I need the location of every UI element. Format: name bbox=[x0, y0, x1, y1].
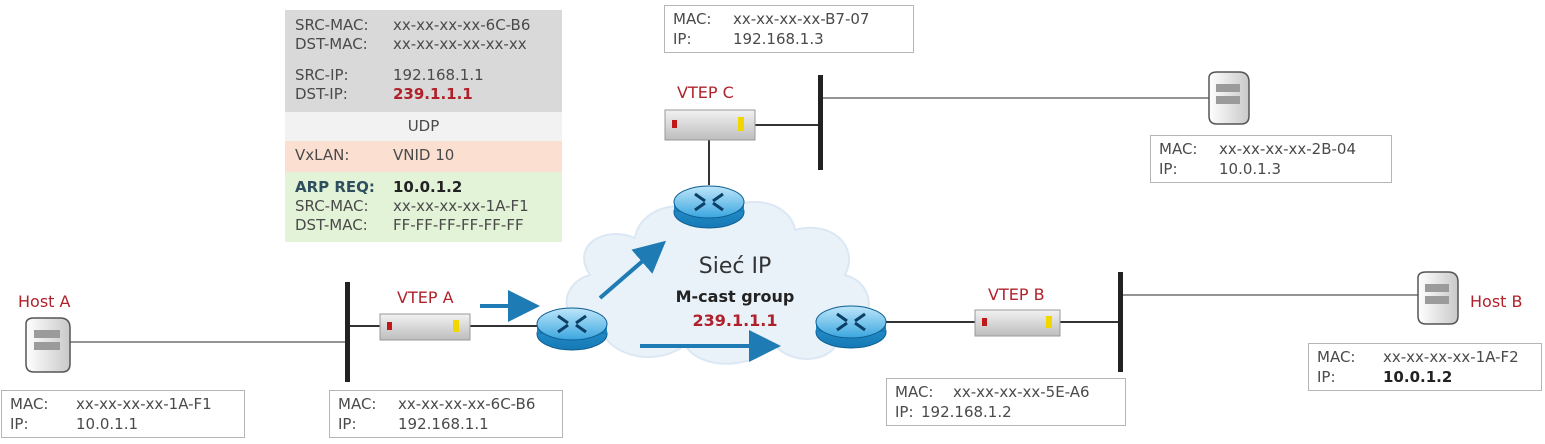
ip-value: 10.0.1.2 bbox=[1383, 368, 1453, 386]
arp-src-mac-label: SRC-MAC: bbox=[295, 197, 369, 215]
dst-mac-value: xx-xx-xx-xx-xx-xx bbox=[393, 35, 527, 53]
server-icon bbox=[1417, 271, 1459, 325]
host-a-label: Host A bbox=[18, 292, 71, 311]
segment-c-bus bbox=[818, 75, 823, 170]
mac-label: MAC: bbox=[895, 383, 934, 401]
vtep-c-info: MAC: xx-xx-xx-xx-B7-07 IP: 192.168.1.3 bbox=[664, 5, 914, 53]
vxlan-label: VxLAN: bbox=[295, 146, 350, 164]
router-icon bbox=[536, 307, 608, 351]
ip-value: 192.168.1.2 bbox=[921, 403, 1012, 421]
udp-label: UDP bbox=[407, 117, 440, 135]
arp-dst-mac-label: DST-MAC: bbox=[295, 216, 368, 234]
vtep-a-device-icon bbox=[379, 313, 471, 341]
src-ip-label: SRC-IP: bbox=[295, 66, 349, 84]
cloud-subtitle: M-cast group bbox=[675, 287, 795, 306]
src-mac-value: xx-xx-xx-xx-6C-B6 bbox=[393, 16, 531, 34]
arp-target: 10.0.1.2 bbox=[393, 178, 463, 196]
ip-value: 192.168.1.3 bbox=[733, 30, 824, 48]
mac-label: MAC: bbox=[1159, 140, 1198, 158]
vxlan-value: VNID 10 bbox=[393, 146, 455, 164]
vtep-a-label: VTEP A bbox=[397, 288, 454, 307]
mac-value: xx-xx-xx-xx-1A-F2 bbox=[1383, 348, 1519, 366]
outer-header: SRC-MAC: xx-xx-xx-xx-6C-B6 DST-MAC: xx-xx-… bbox=[285, 10, 562, 112]
segment-a-bus bbox=[345, 282, 350, 382]
mac-label: MAC: bbox=[1317, 348, 1356, 366]
mac-value: xx-xx-xx-xx-1A-F1 bbox=[76, 395, 212, 413]
segment-b-bus bbox=[1118, 272, 1123, 372]
mac-value: xx-xx-xx-xx-6C-B6 bbox=[398, 395, 536, 413]
flow-arrow-icon bbox=[598, 240, 667, 300]
vxlan-header: VxLAN: VNID 10 bbox=[285, 141, 562, 172]
dst-mac-label: DST-MAC: bbox=[295, 35, 368, 53]
mac-value: xx-xx-xx-xx-2B-04 bbox=[1219, 140, 1356, 158]
dst-ip-value: 239.1.1.1 bbox=[393, 85, 473, 103]
ip-value: 192.168.1.1 bbox=[398, 415, 489, 433]
arp-dst-mac-value: FF-FF-FF-FF-FF-FF bbox=[393, 216, 524, 234]
router-icon bbox=[815, 305, 887, 349]
ip-label: IP: bbox=[1317, 368, 1336, 386]
vtep-a-info: MAC: xx-xx-xx-xx-6C-B6 IP: 192.168.1.1 bbox=[329, 390, 563, 438]
src-ip-value: 192.168.1.1 bbox=[393, 66, 484, 84]
arp-label: ARP REQ: bbox=[295, 178, 375, 196]
mac-label: MAC: bbox=[673, 10, 712, 28]
ip-label: IP: bbox=[673, 30, 692, 48]
ip-label: IP: bbox=[1159, 160, 1178, 178]
multicast-group: 239.1.1.1 bbox=[692, 311, 778, 330]
mac-label: MAC: bbox=[10, 395, 49, 413]
arp-request: ARP REQ: 10.0.1.2 SRC-MAC: xx-xx-xx-xx-1A-… bbox=[285, 172, 562, 242]
mac-value: xx-xx-xx-xx-5E-A6 bbox=[953, 383, 1090, 401]
server-icon bbox=[25, 317, 71, 373]
vtep-b-device-icon bbox=[974, 309, 1061, 337]
host-b-info: MAC: xx-xx-xx-xx-1A-F2 IP: 10.0.1.2 bbox=[1308, 343, 1542, 391]
ip-label: IP: bbox=[338, 415, 357, 433]
src-mac-label: SRC-MAC: bbox=[295, 16, 369, 34]
udp-header: UDP bbox=[285, 112, 562, 141]
ip-value: 10.0.1.1 bbox=[76, 415, 139, 433]
vtep-c-device-icon bbox=[664, 109, 756, 141]
router-icon bbox=[673, 185, 745, 229]
dst-ip-label: DST-IP: bbox=[295, 85, 348, 103]
packet-headers: SRC-MAC: xx-xx-xx-xx-6C-B6 DST-MAC: xx-xx-… bbox=[285, 10, 562, 242]
host-c-info: MAC: xx-xx-xx-xx-2B-04 IP: 10.0.1.3 bbox=[1150, 135, 1392, 183]
arp-src-mac-value: xx-xx-xx-xx-1A-F1 bbox=[393, 197, 529, 215]
mac-value: xx-xx-xx-xx-B7-07 bbox=[733, 10, 870, 28]
host-a-info: MAC: xx-xx-xx-xx-1A-F1 IP: 10.0.1.1 bbox=[1, 390, 245, 438]
host-b-label: Host B bbox=[1470, 292, 1523, 311]
cloud-title: Sieć IP bbox=[698, 254, 772, 279]
mac-label: MAC: bbox=[338, 395, 377, 413]
ip-value: 10.0.1.3 bbox=[1219, 160, 1282, 178]
ip-label: IP: bbox=[895, 403, 914, 421]
server-icon bbox=[1208, 71, 1250, 125]
ip-label: IP: bbox=[10, 415, 29, 433]
vtep-b-info: MAC: xx-xx-xx-xx-5E-A6 IP: 192.168.1.2 bbox=[886, 378, 1126, 426]
vtep-c-label: VTEP C bbox=[677, 83, 734, 102]
vtep-b-label: VTEP B bbox=[988, 285, 1045, 304]
